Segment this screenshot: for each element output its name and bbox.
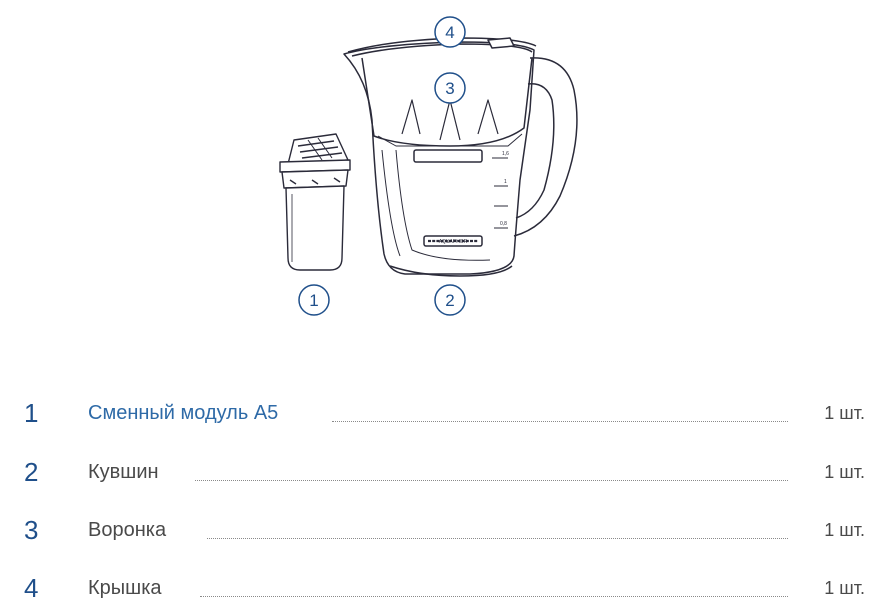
part-number: 2 [24, 457, 39, 487]
scale-mark-label: 1 [504, 179, 507, 185]
part-quantity: 1 шт. [824, 520, 865, 540]
part-name: Крышка [88, 577, 162, 599]
part-name-link[interactable]: Сменный модуль А5 [88, 402, 279, 424]
part-number: 4 [24, 573, 39, 603]
part-row-module: 1 Сменный модуль А5 1 шт. [0, 393, 877, 433]
callout-1: 1 [298, 284, 330, 316]
part-quantity: 1 шт. [824, 462, 865, 482]
scale-mark-label: 1,6 [502, 151, 509, 157]
part-row-pitcher: 2 Кувшин 1 шт. [0, 452, 877, 492]
dotted-leader [195, 480, 788, 481]
part-row-funnel: 3 Воронка 1 шт. [0, 510, 877, 550]
brand-plate-label: AQUAPHOR [439, 239, 468, 245]
part-number: 1 [24, 398, 39, 428]
pitcher-drawing [343, 37, 578, 277]
dotted-leader [332, 421, 788, 422]
callout-number: 2 [445, 291, 454, 310]
part-quantity: 1 шт. [824, 403, 865, 423]
part-row-lid: 4 Крышка 1 шт. [0, 568, 877, 608]
callout-number: 4 [445, 23, 454, 42]
callout-3: 3 [434, 72, 466, 104]
part-name: Кувшин [88, 461, 159, 483]
callout-number: 3 [445, 79, 454, 98]
filter-cartridge-drawing [279, 133, 351, 271]
callout-2: 2 [434, 284, 466, 316]
part-quantity: 1 шт. [824, 578, 865, 598]
part-name: Воронка [88, 519, 167, 541]
scale-mark-label: 0,8 [500, 221, 507, 227]
part-number: 3 [24, 515, 39, 545]
callout-number: 1 [309, 291, 318, 310]
callout-4: 4 [434, 16, 466, 48]
dotted-leader [200, 596, 788, 597]
dotted-leader [207, 538, 788, 539]
product-illustration: 1,6 1 0,8 AQUAPHOR 1 2 3 4 [279, 16, 578, 316]
